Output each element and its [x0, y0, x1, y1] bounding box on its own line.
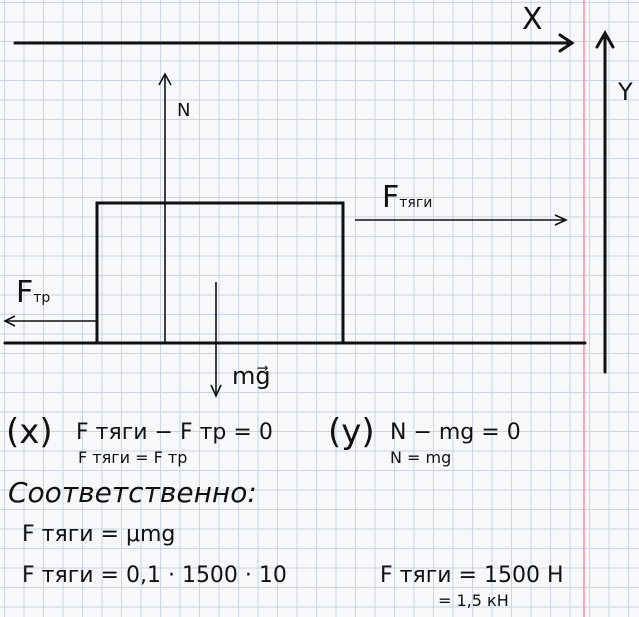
block: [95, 201, 345, 345]
margin-line: [583, 0, 585, 617]
traction-force-symbol: F: [382, 180, 400, 215]
y-equation-2: N = mg: [390, 448, 452, 467]
traction-force-subscript: тяги: [399, 195, 433, 211]
y-axis-arrowhead: [595, 29, 615, 49]
x-axis-arrowhead: [558, 33, 575, 53]
normal-force-arrowhead: [158, 72, 172, 86]
x-equation-2: F тяги = F тр: [78, 448, 188, 467]
y-axis-label: Y: [618, 78, 633, 106]
x-axis-label: X: [522, 2, 543, 37]
therefore-text: Соответственно:: [8, 476, 257, 509]
normal-force-label: N: [177, 100, 191, 121]
formula: F тяги = μmg: [22, 522, 176, 547]
result-kn: = 1,5 кН: [438, 591, 509, 610]
traction-force-arrowhead: [554, 214, 568, 226]
y-projection-label: (y): [328, 412, 375, 452]
x-projection-label: (x): [6, 412, 53, 452]
friction-force-symbol: F: [16, 275, 34, 310]
traction-force-label: Fтяги: [382, 180, 432, 215]
friction-force-arrowhead: [3, 315, 16, 327]
result: F тяги = 1500 Н: [380, 563, 564, 588]
substitution: F тяги = 0,1 · 1500 · 10: [22, 563, 287, 588]
friction-force-subscript: тр: [33, 290, 51, 306]
friction-force-label: Fтр: [16, 275, 50, 310]
gravity-arrowhead: [210, 384, 222, 398]
gravity-label: mg⃗: [232, 362, 271, 390]
x-equation-1: F тяги − F тр = 0: [76, 420, 273, 445]
y-equation-1: N − mg = 0: [390, 420, 521, 445]
